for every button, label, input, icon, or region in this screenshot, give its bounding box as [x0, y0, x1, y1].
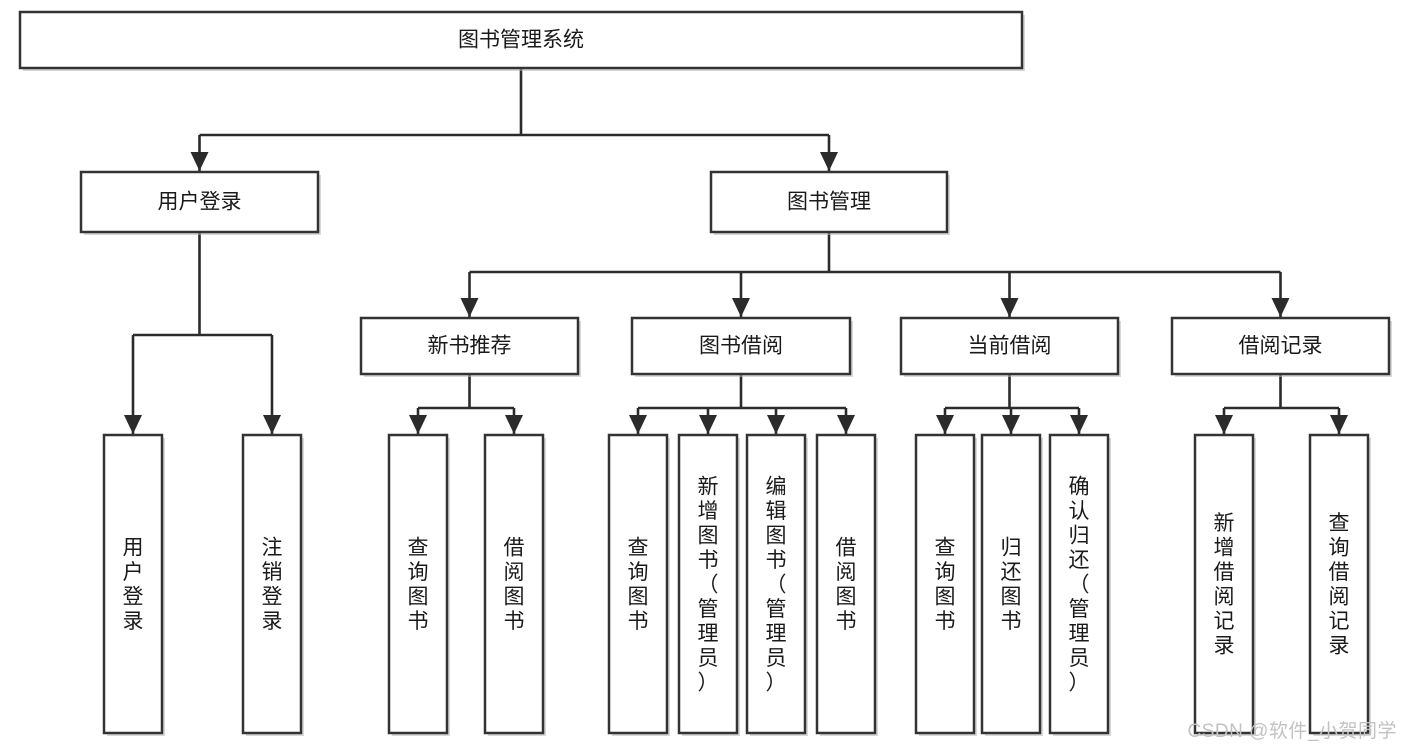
- node-label: 图书管理: [787, 191, 871, 214]
- node-leaf-user-login[interactable]: 用户登录: [102, 433, 165, 736]
- node-leaf-query-record[interactable]: 查询借阅记录: [1308, 433, 1371, 736]
- node-book-borrow[interactable]: 图书借阅: [630, 316, 853, 377]
- node-leaf-add-book[interactable]: 新增图书（管理员）: [677, 433, 740, 736]
- node-label: 图书借阅: [699, 335, 783, 358]
- arrow-head-icon: [1070, 415, 1088, 434]
- arrow-head-icon: [837, 415, 855, 434]
- node-label: 编辑图书（管理员）: [766, 475, 787, 694]
- node-leaf-add-record[interactable]: 新增借阅记录: [1193, 433, 1256, 736]
- arrow-head-icon: [460, 298, 479, 317]
- node-user-login[interactable]: 用户登录: [79, 170, 321, 235]
- node-rect[interactable]: [899, 316, 1120, 376]
- node-leaf-edit-book[interactable]: 编辑图书（管理员）: [745, 433, 808, 736]
- arrow-head-icon: [936, 415, 954, 434]
- node-rect[interactable]: [241, 433, 303, 735]
- arrow-head-icon: [124, 415, 142, 434]
- node-label: 查询借阅记录: [1329, 512, 1350, 658]
- node-rect[interactable]: [359, 316, 580, 376]
- arrow-head-icon: [190, 152, 209, 171]
- arrow-head-icon: [505, 415, 523, 434]
- node-rect[interactable]: [815, 433, 877, 735]
- node-label: 借阅记录: [1239, 335, 1323, 358]
- connector-layer: [124, 68, 1348, 434]
- node-rect[interactable]: [1193, 433, 1255, 735]
- node-rect[interactable]: [709, 170, 949, 234]
- node-leaf-borrow-book-1[interactable]: 借阅图书: [483, 433, 546, 736]
- node-leaf-query-book-3[interactable]: 查询图书: [914, 433, 977, 736]
- node-root[interactable]: 图书管理系统: [18, 10, 1025, 71]
- node-leaf-confirm-return[interactable]: 确认归还（管理员）: [1048, 433, 1111, 736]
- node-rect[interactable]: [79, 170, 320, 234]
- node-rect[interactable]: [745, 433, 807, 735]
- node-rect[interactable]: [1048, 433, 1110, 735]
- arrow-head-icon: [1215, 415, 1233, 434]
- arrow-head-icon: [767, 415, 785, 434]
- node-current-borrow[interactable]: 当前借阅: [899, 316, 1121, 377]
- node-rect[interactable]: [102, 433, 164, 735]
- node-label: 用户登录: [158, 191, 242, 214]
- node-leaf-query-book-2[interactable]: 查询图书: [607, 433, 670, 736]
- node-rect[interactable]: [677, 433, 739, 735]
- node-label: 当前借阅: [968, 335, 1052, 358]
- node-leaf-user-logout[interactable]: 注销登录: [241, 433, 304, 736]
- arrow-head-icon: [1000, 298, 1019, 317]
- arrow-head-icon: [1002, 415, 1020, 434]
- node-label: 用户登录: [123, 537, 144, 634]
- node-leaf-return-book[interactable]: 归还图书: [980, 433, 1043, 736]
- node-rect[interactable]: [1308, 433, 1370, 735]
- node-new-book-recommend[interactable]: 新书推荐: [359, 316, 581, 377]
- arrow-head-icon: [263, 415, 281, 434]
- node-label: 查询图书: [628, 537, 649, 634]
- node-label: 注销登录: [262, 537, 283, 634]
- node-label: 新书推荐: [428, 335, 512, 358]
- node-label: 查询图书: [408, 537, 429, 634]
- node-rect[interactable]: [630, 316, 852, 376]
- arrow-head-icon: [409, 415, 427, 434]
- arrow-head-icon: [1330, 415, 1348, 434]
- arrow-head-icon: [732, 298, 750, 317]
- node-borrow-record[interactable]: 借阅记录: [1170, 316, 1392, 377]
- node-book-manage[interactable]: 图书管理: [709, 170, 950, 235]
- node-label: 图书管理系统: [458, 29, 584, 52]
- watermark-text: CSDN @软件_小贺同学: [1187, 721, 1397, 742]
- node-rect[interactable]: [980, 433, 1042, 735]
- node-rect[interactable]: [483, 433, 545, 735]
- node-label: 确认归还（管理员）: [1069, 475, 1090, 694]
- node-label: 归还图书: [1001, 537, 1022, 634]
- arrow-head-icon: [1271, 298, 1290, 317]
- node-rect[interactable]: [387, 433, 449, 735]
- node-label: 新增借阅记录: [1214, 512, 1235, 658]
- node-label: 新增图书（管理员）: [698, 475, 719, 694]
- node-rect[interactable]: [1170, 316, 1391, 376]
- node-leaf-borrow-book-2[interactable]: 借阅图书: [815, 433, 878, 736]
- arrow-head-icon: [820, 152, 838, 171]
- node-label: 借阅图书: [504, 537, 525, 634]
- node-label: 借阅图书: [836, 537, 857, 634]
- arrow-head-icon: [629, 415, 647, 434]
- node-leaf-query-book-1[interactable]: 查询图书: [387, 433, 450, 736]
- arrow-head-icon: [699, 415, 717, 434]
- node-rect[interactable]: [914, 433, 976, 735]
- node-label: 查询图书: [935, 537, 956, 634]
- node-rect[interactable]: [607, 433, 669, 735]
- node-rect[interactable]: [18, 10, 1024, 70]
- node-layer: 图书管理系统用户登录图书管理新书推荐图书借阅当前借阅借阅记录用户登录注销登录查询…: [18, 10, 1392, 736]
